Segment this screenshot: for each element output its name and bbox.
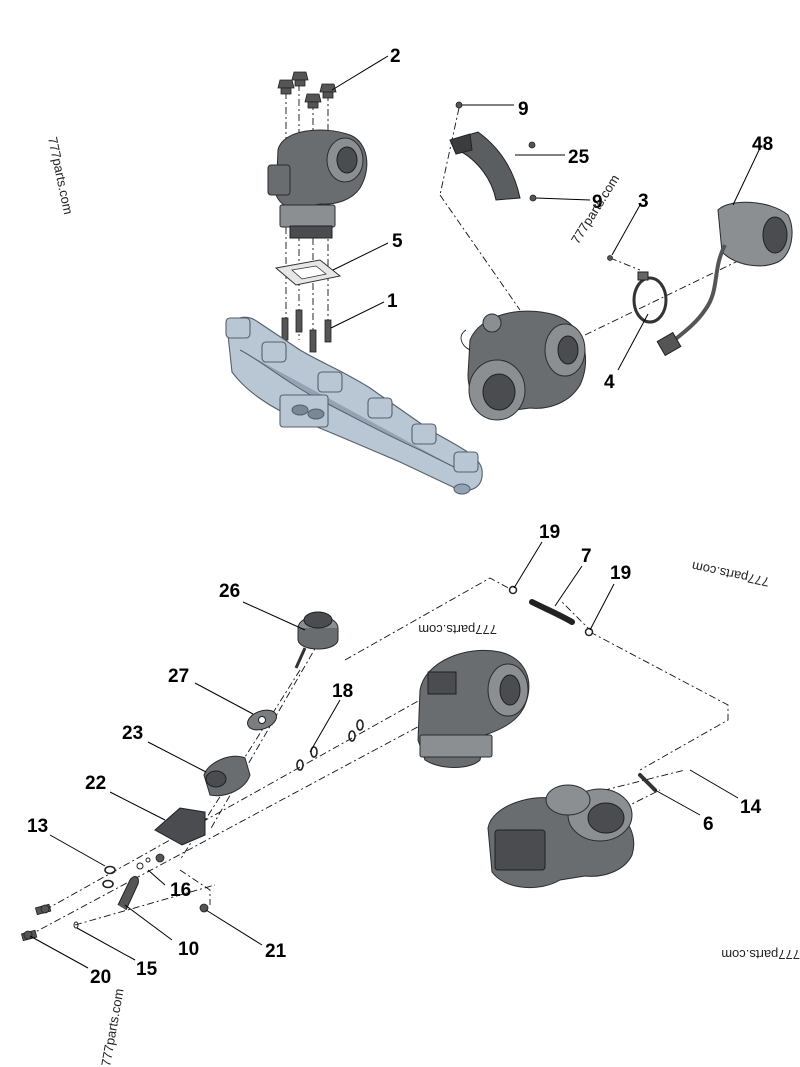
turbocharger-lower-right (487, 784, 635, 889)
callout-14: 14 (740, 797, 762, 818)
part-22-support (154, 807, 206, 863)
callout-16: 16 (170, 880, 191, 901)
part-5-gasket (274, 259, 342, 286)
callout-21: 21 (265, 941, 287, 962)
watermark-right-flipped: 777parts.com (690, 559, 770, 590)
upper-alignment-lines (285, 84, 741, 350)
callout-4: 4 (604, 372, 615, 393)
part-6-pin (638, 773, 657, 792)
callout-48: 48 (752, 134, 773, 155)
watermarks: 777parts.com 777parts.com 777parts.com 7… (45, 136, 800, 1067)
callout-18: 18 (332, 681, 353, 702)
lower-small-hardware (20, 857, 209, 942)
upper-leaders (330, 55, 761, 371)
callout-2: 2 (390, 46, 401, 67)
callout-3: 3 (638, 191, 649, 212)
turbine-housing (417, 649, 530, 768)
callout-19-right: 19 (610, 563, 631, 584)
watermark-upper-right: 777parts.com (568, 172, 622, 247)
callout-9-top: 9 (518, 99, 529, 120)
part-2-nuts (277, 71, 337, 109)
callout-20: 20 (90, 967, 111, 988)
callout-13: 13 (27, 816, 48, 837)
callout-9-mid: 9 (592, 192, 603, 213)
callout-7: 7 (581, 546, 592, 567)
callout-27: 27 (168, 666, 189, 687)
exhaust-manifold (225, 316, 483, 495)
turbocharger-upper-small (267, 129, 368, 239)
watermark-left-vertical: 777parts.com (45, 136, 76, 216)
callout-numbers: 2 5 1 9 25 9 3 48 4 19 7 19 26 27 18 23 … (27, 46, 773, 988)
watermark-bottom-left: 777parts.com (98, 987, 126, 1067)
callout-22: 22 (85, 773, 106, 794)
part-7-hose (508, 585, 594, 637)
part-27-gasket (247, 709, 277, 731)
part-18-orings (296, 719, 364, 771)
lower-leaders (29, 541, 739, 969)
callout-1: 1 (387, 291, 398, 312)
callout-23: 23 (122, 723, 143, 744)
callout-15: 15 (136, 959, 158, 980)
part-4-clamp (607, 255, 668, 324)
part-23-bracket (203, 755, 251, 797)
callout-6: 6 (703, 814, 714, 835)
part-26-wastegate-actuator (294, 611, 339, 669)
callout-25: 25 (568, 147, 590, 168)
lower-alignment-lines (27, 577, 729, 937)
callout-19-left: 19 (539, 522, 560, 543)
part-48-actuator (656, 201, 793, 357)
callout-26: 26 (219, 581, 240, 602)
part-25-heat-shield (449, 101, 537, 202)
watermark-center-flipped: 777parts.com (418, 622, 497, 637)
callout-10: 10 (178, 939, 199, 960)
callout-5: 5 (392, 231, 403, 252)
turbocharger-upper-right (460, 310, 587, 421)
watermark-bottom-right-flipped: 777parts.com (721, 947, 800, 962)
